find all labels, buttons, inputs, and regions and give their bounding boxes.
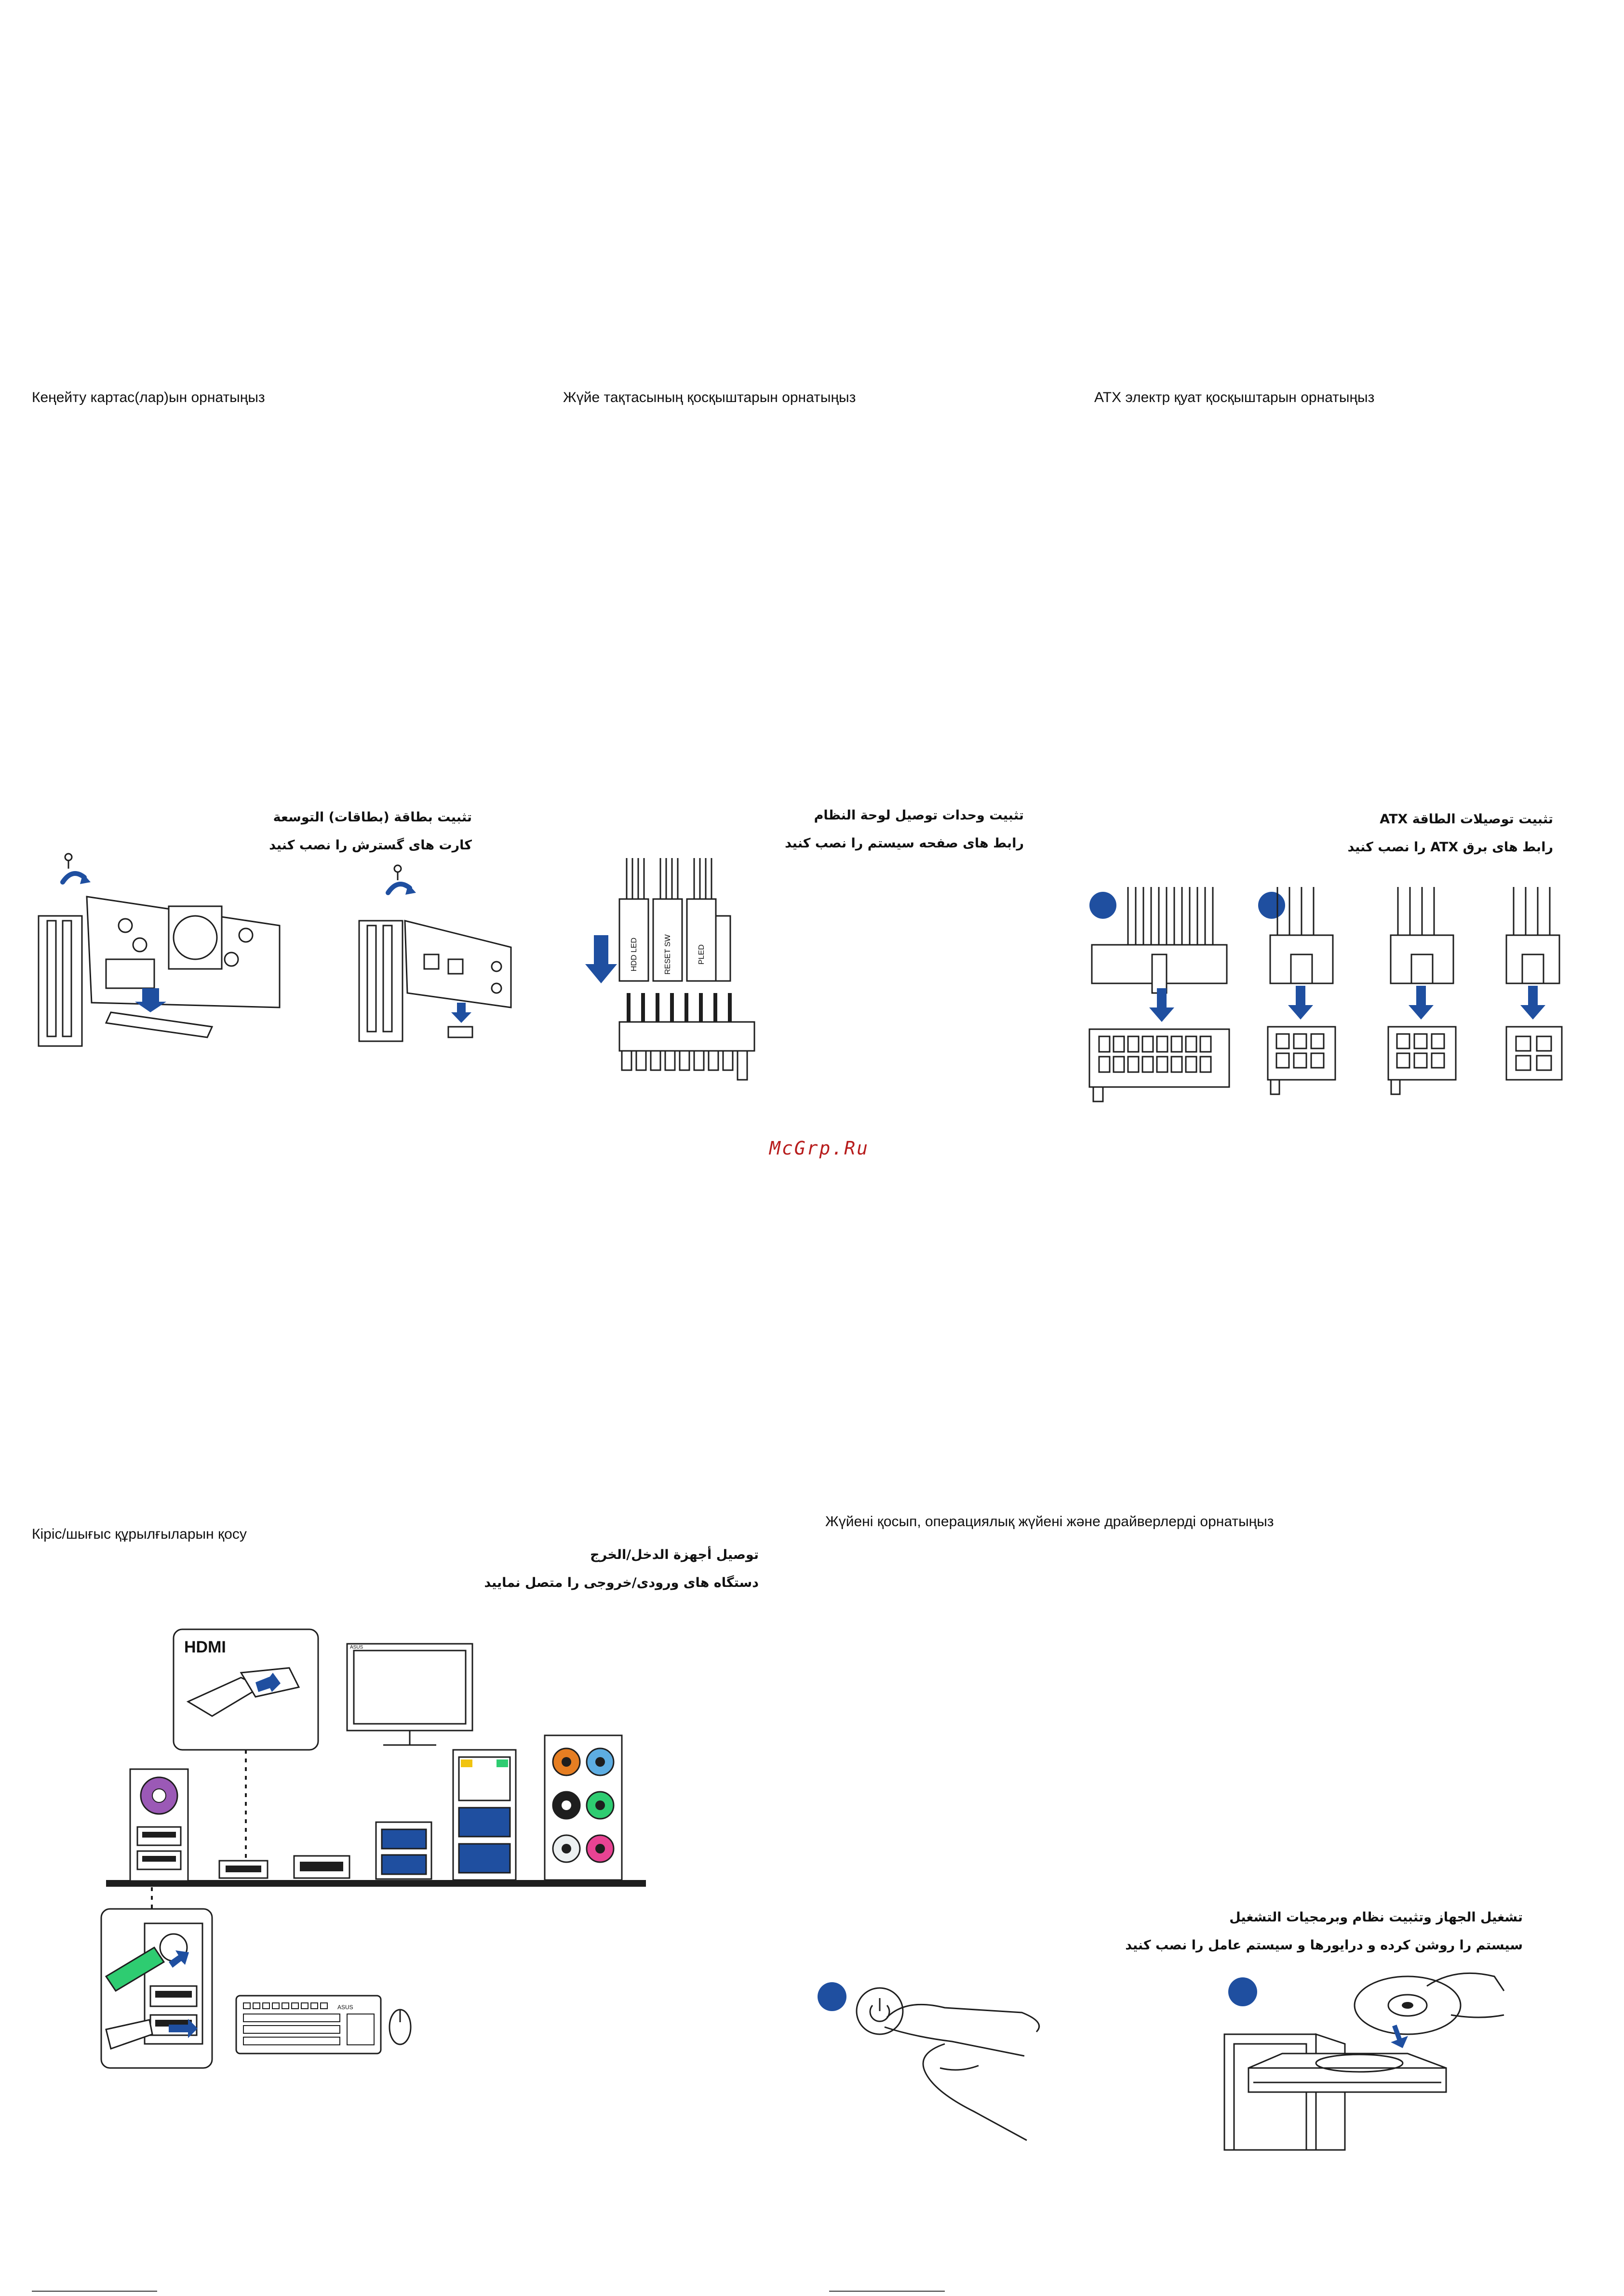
power-button-illustration [818, 1982, 1040, 2141]
expansion-title: Кеңейту картас(лар)ын орнатыңыз [32, 389, 265, 405]
io-caption-ar: توصيل أجهزة الدخل/الخرج [590, 1547, 759, 1562]
panel-connector-illustration: HDD LED RESET SW PLED [585, 858, 755, 1081]
reset-sw-label: RESET SW [664, 934, 672, 974]
atx-caption-fa: رابط های برق ATX را نصب کنید [1347, 840, 1553, 855]
atx-title: ATX электр қуат қосқыштарын орнатыңыз [1094, 389, 1375, 405]
graphics-card-illustration [38, 853, 281, 1047]
io-title: Кіріс/шығыс құрылғыларын қосу [32, 1526, 247, 1542]
power-on-caption-ar: تشغيل الجهاز وتثبيت نظام وبرمجيات التشغي… [1229, 1910, 1523, 1925]
disc-install-illustration [1223, 1972, 1505, 2151]
pcie-x1-card-illustration [358, 864, 512, 1042]
power-on-caption-fa: سیستم را روشن کرده و درایورها و سیستم عا… [1125, 1938, 1523, 1953]
keyboard-brand-text: ASUS [337, 2004, 353, 2011]
panel-title: Жүйе тақтасының қосқыштарын орнатыңыз [563, 389, 856, 405]
hdmi-logo-text: HDMI [184, 1638, 226, 1656]
eps-4pin-illustration [1505, 887, 1563, 1081]
step-1-marker [1089, 892, 1116, 919]
watermark: McGrp.Ru [769, 1138, 870, 1159]
monitor-brand-text: ASUS [350, 1645, 363, 1650]
step-2-marker [1258, 892, 1285, 919]
power-on-title: Жүйені қосып, операциялық жүйені және др… [825, 1514, 1274, 1530]
expansion-caption-ar: تثبيت بطاقة (بطاقات) التوسعة [273, 810, 472, 825]
footer-rule-left [32, 2291, 157, 2292]
atx-caption-ar: تثبيت توصيلات الطاقة ATX [1380, 812, 1553, 827]
io-caption-fa: دستگاه های ورودی/خروجی را متصل نمایید [484, 1575, 759, 1590]
pled-label: PLED [698, 944, 706, 965]
eps-8pin-second-illustration [1387, 887, 1457, 1095]
expansion-caption-fa: کارت های گسترش را نصب کنید [269, 838, 472, 853]
step-1-power-marker [818, 1982, 846, 2011]
hdd-led-label: HDD LED [630, 938, 638, 971]
panel-caption-ar: تثبيت وحدات توصيل لوحة النظام [814, 808, 1024, 823]
footer-rule-right [829, 2291, 945, 2292]
eps-8pin-illustration [1258, 887, 1336, 1095]
atx-24pin-illustration [1088, 887, 1230, 1102]
step-2-disc-marker [1228, 1977, 1257, 2006]
panel-caption-fa: رابط های صفحه سیستم را نصب کنید [785, 836, 1024, 851]
io-ports-illustration: HDMI ASUS [100, 1628, 646, 2069]
